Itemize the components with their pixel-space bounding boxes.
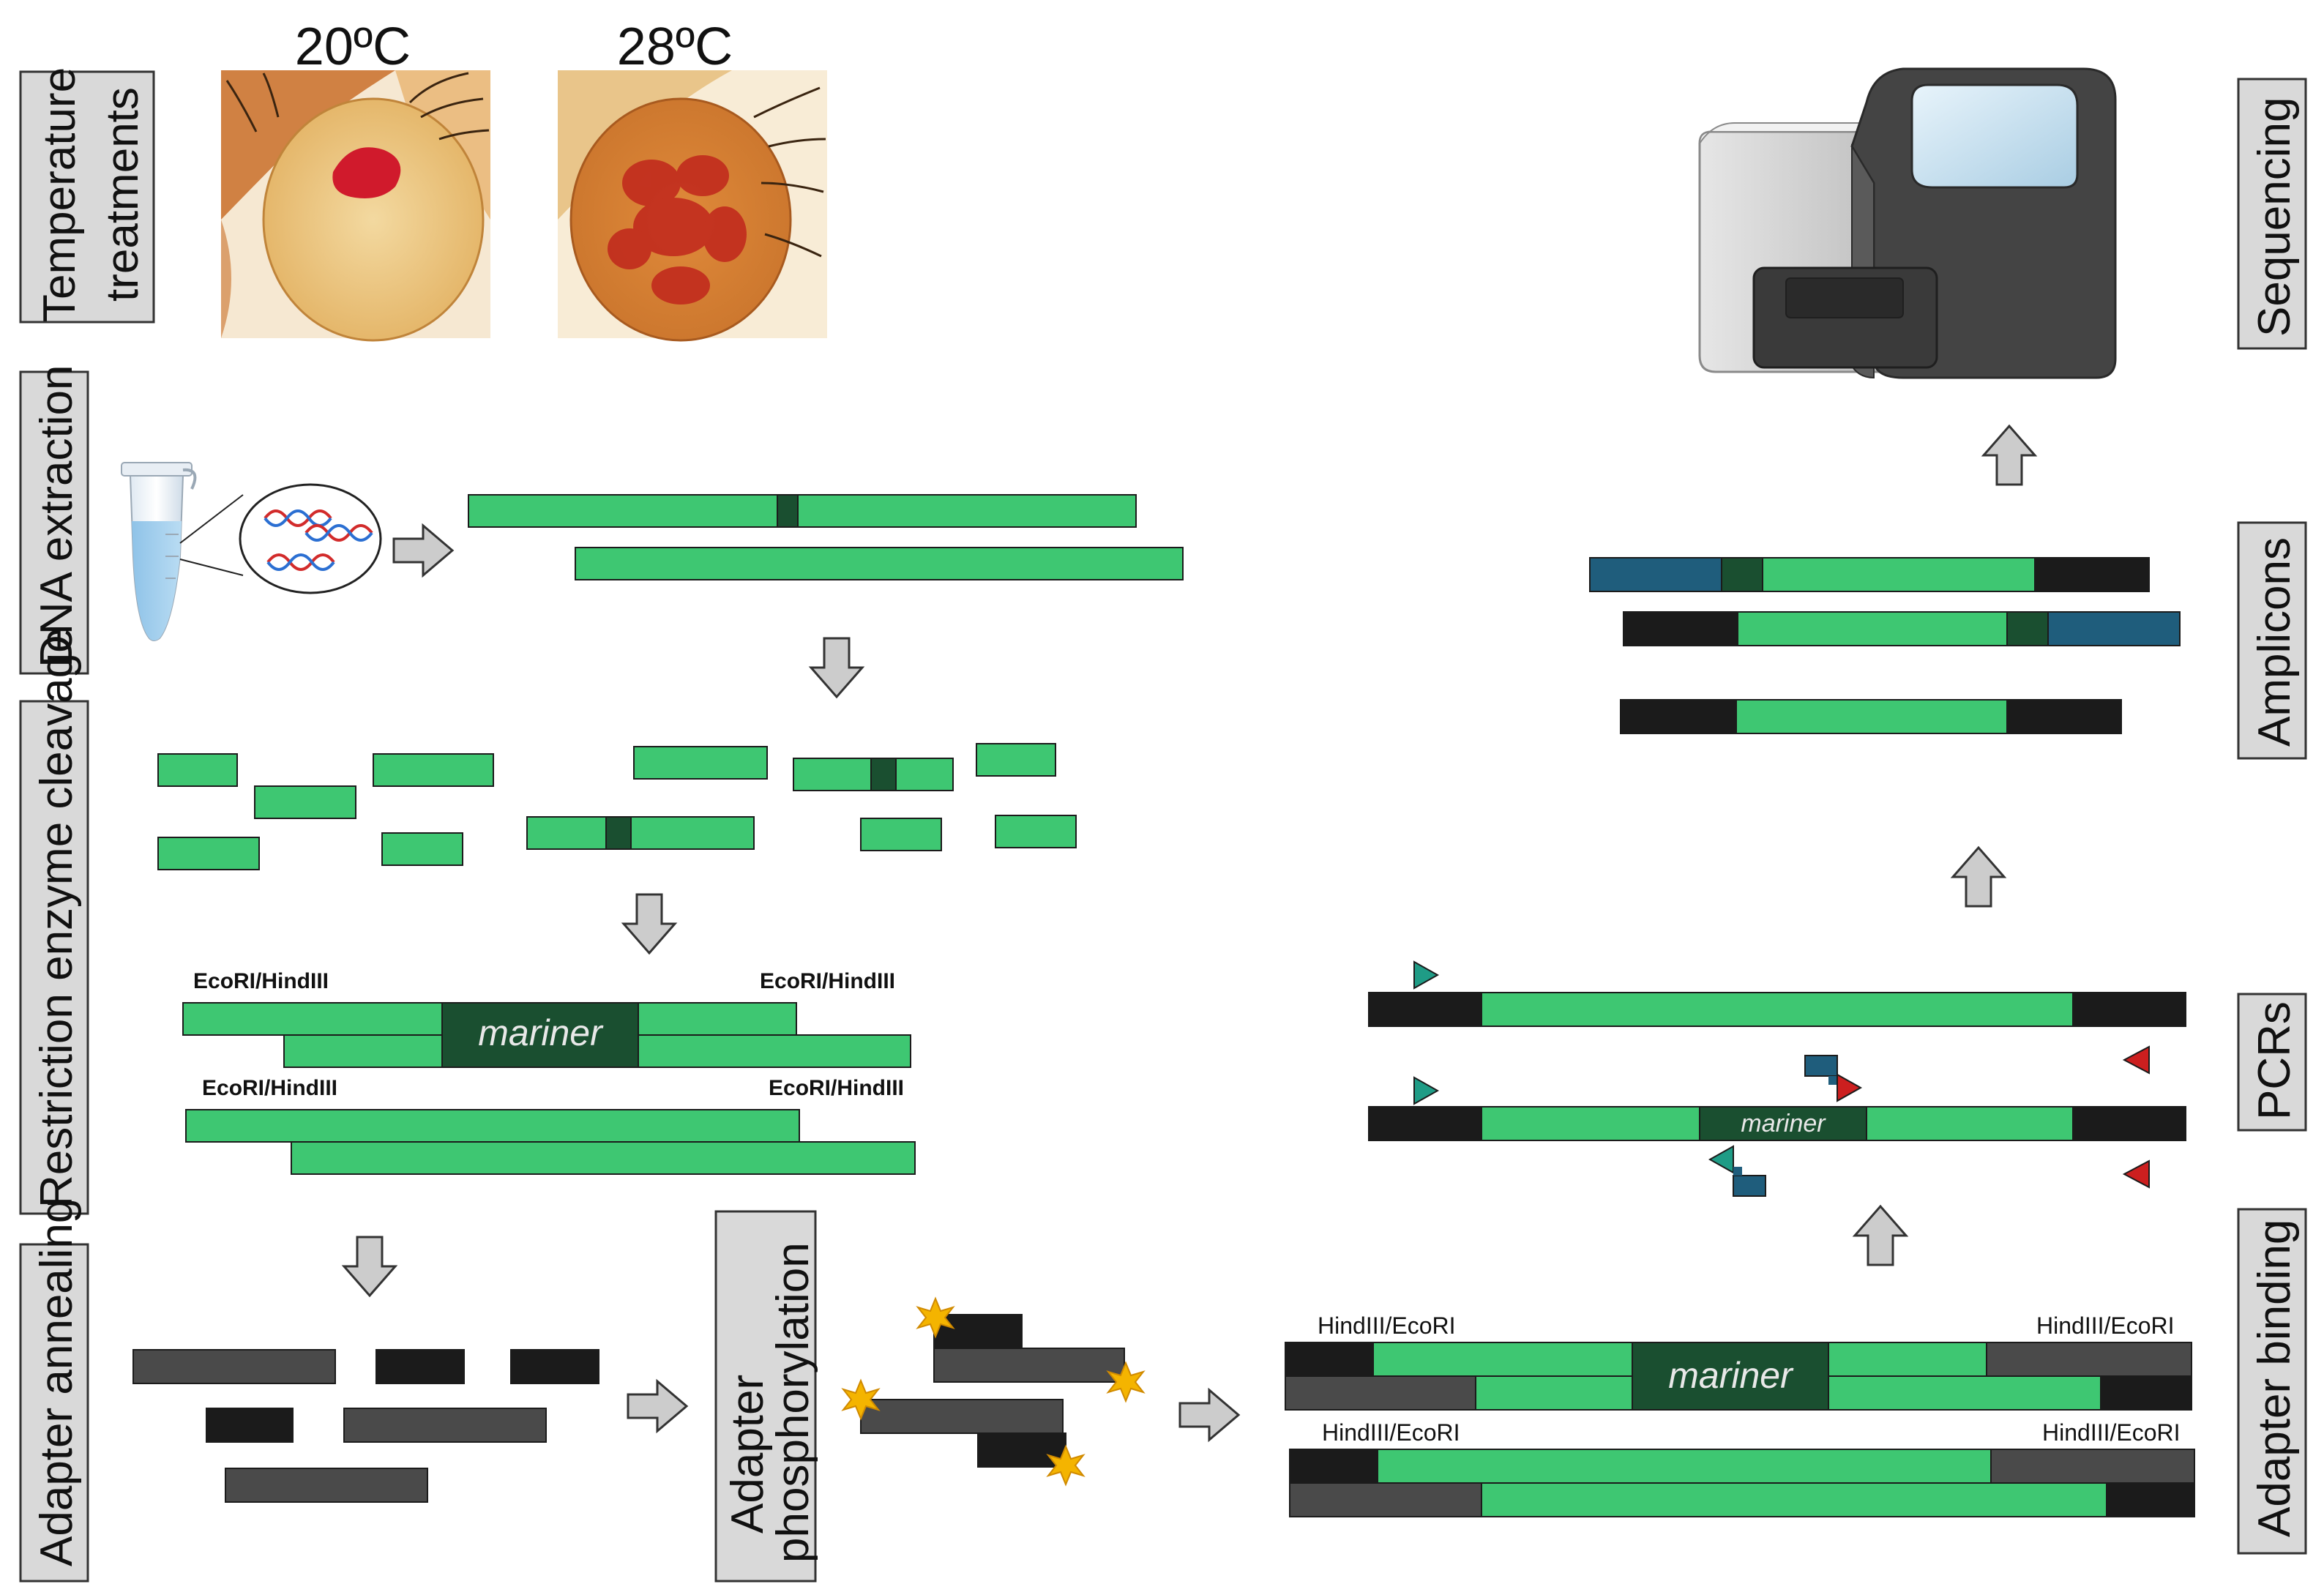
pcr-template-plain [1368, 992, 2186, 1027]
mariner-label: mariner [1668, 1355, 1794, 1396]
arrow-down [808, 637, 865, 699]
stage-phosphorylation-line1: Adapter [722, 1375, 773, 1534]
zoom-lines [179, 494, 244, 576]
primer-arrow-icon [1413, 1076, 1440, 1105]
site-label-ecori-hindiii: EcoRI/HindIII [202, 1076, 337, 1100]
arrow-right [627, 1378, 689, 1434]
stage-label-adapter-phosphorylation: Adapter phosphorylation [714, 1210, 818, 1583]
primer-arrow-icon [2122, 1045, 2150, 1075]
adapter-bound-plain [1289, 1449, 2195, 1517]
microcentrifuge-tube-icon [121, 462, 197, 641]
adapter-bound-mariner [1285, 1342, 2192, 1411]
stage-label-adapter-binding: Adapter binding [2237, 1208, 2307, 1555]
amplicon-2 [1623, 611, 2181, 646]
stage-sequencing-text: Sequencing [2249, 97, 2300, 337]
arrow-right [1178, 1387, 1241, 1443]
temperature-label-28: 28ºC [617, 18, 733, 76]
adapter [343, 1408, 547, 1443]
site-label-hindiii-ecori: HindIII/EcoRI [1322, 1419, 1460, 1446]
mariner-label: mariner [478, 1012, 604, 1053]
stage-adapter-binding-text: Adapter binding [2249, 1219, 2300, 1537]
tagged-primer-reverse [1708, 1145, 1766, 1197]
site-label-ecori-hindiii: EcoRI/HindIII [769, 1076, 904, 1100]
fragment [633, 746, 768, 780]
pcr-template-mariner [1368, 1106, 2186, 1141]
sequencer-machine-icon [1698, 67, 2117, 379]
phosphorylated-adapters [860, 1314, 1125, 1468]
stage-pcrs-text: PCRs [2249, 1001, 2300, 1120]
stage-label-restriction: Restriction enzyme cleavage [19, 627, 89, 1215]
cut-fragment-mariner [182, 1002, 911, 1068]
adapter [206, 1408, 294, 1443]
fragment [373, 753, 494, 787]
arrow-up [1950, 845, 2007, 908]
mariner-insert [870, 758, 897, 791]
stage-amplicons-text: Amplicons [2249, 537, 2300, 747]
fragment [860, 818, 942, 851]
stage-label-pcrs: PCRs [2237, 993, 2307, 1132]
mariner-insert [777, 494, 799, 528]
process-arrows [341, 424, 2038, 1443]
stage-restriction-text: Restriction enzyme cleavage [31, 627, 82, 1208]
arrow-up [1852, 1204, 1909, 1266]
stage-temperature-line2: treatments [97, 87, 148, 302]
fragment [976, 743, 1056, 777]
amplicon-3 [1620, 699, 2122, 734]
arrow-down [621, 893, 678, 955]
fragment [254, 785, 356, 819]
mariner-label: mariner [1741, 1110, 1826, 1138]
fly-eye-28c [558, 70, 827, 342]
fly-eye-20c [221, 70, 490, 342]
primer-arrow-icon [1837, 1073, 1863, 1102]
adapter [132, 1349, 336, 1384]
restriction-fragments [157, 743, 1077, 870]
dna-strand [575, 547, 1184, 580]
adapter [225, 1468, 428, 1503]
mariner-insert [605, 816, 632, 850]
temperature-label-20: 20ºC [295, 18, 411, 76]
fragment [157, 837, 260, 870]
site-label-hindiii-ecori: HindIII/EcoRI [2042, 1419, 2181, 1446]
arrow-up [1981, 424, 2038, 486]
arrow-down [341, 1236, 398, 1298]
tagged-primer-forward [1804, 1055, 1863, 1102]
adapters [132, 1349, 599, 1503]
fragment [157, 753, 238, 787]
stage-adapter-annealing-text: Adapter annealing [31, 1198, 82, 1566]
adapter [375, 1349, 465, 1384]
dna-helix-icon [239, 483, 382, 594]
dna-strand [468, 494, 1137, 528]
site-label-hindiii-ecori: HindIII/EcoRI [1318, 1312, 1456, 1339]
mariner-element [441, 1002, 639, 1068]
amplicon-1 [1589, 557, 2150, 592]
stage-label-adapter-annealing: Adapter annealing [19, 1198, 89, 1583]
stage-phosphorylation-line2: phosphorylation [768, 1242, 818, 1563]
genomic-dna [468, 494, 1184, 580]
mariner-element [1699, 1106, 1867, 1141]
mariner-element [1632, 1342, 1829, 1411]
fragment [995, 815, 1077, 848]
site-label-hindiii-ecori: HindIII/EcoRI [2036, 1312, 2175, 1339]
primer-arrow-icon [1708, 1145, 1734, 1174]
fragment [526, 816, 755, 850]
site-label-ecori-hindiii: EcoRI/HindIII [193, 969, 329, 993]
stage-label-dna-extraction: DNA extraction [19, 365, 89, 675]
stage-label-temperature: Temperature treatments [19, 67, 155, 324]
arrow-right [392, 523, 455, 578]
stage-temperature-line1: Temperature [34, 67, 85, 322]
primer-arrow-icon [2122, 1159, 2150, 1189]
site-label-ecori-hindiii: EcoRI/HindIII [760, 969, 895, 993]
stage-dna-extraction-text: DNA extraction [31, 365, 82, 668]
adapter [510, 1349, 599, 1384]
stage-label-amplicons: Amplicons [2237, 521, 2307, 760]
fragment [381, 832, 463, 866]
cut-fragment-plain [185, 1109, 916, 1175]
primer-arrow-icon [1413, 960, 1440, 990]
stage-label-sequencing: Sequencing [2237, 78, 2307, 350]
